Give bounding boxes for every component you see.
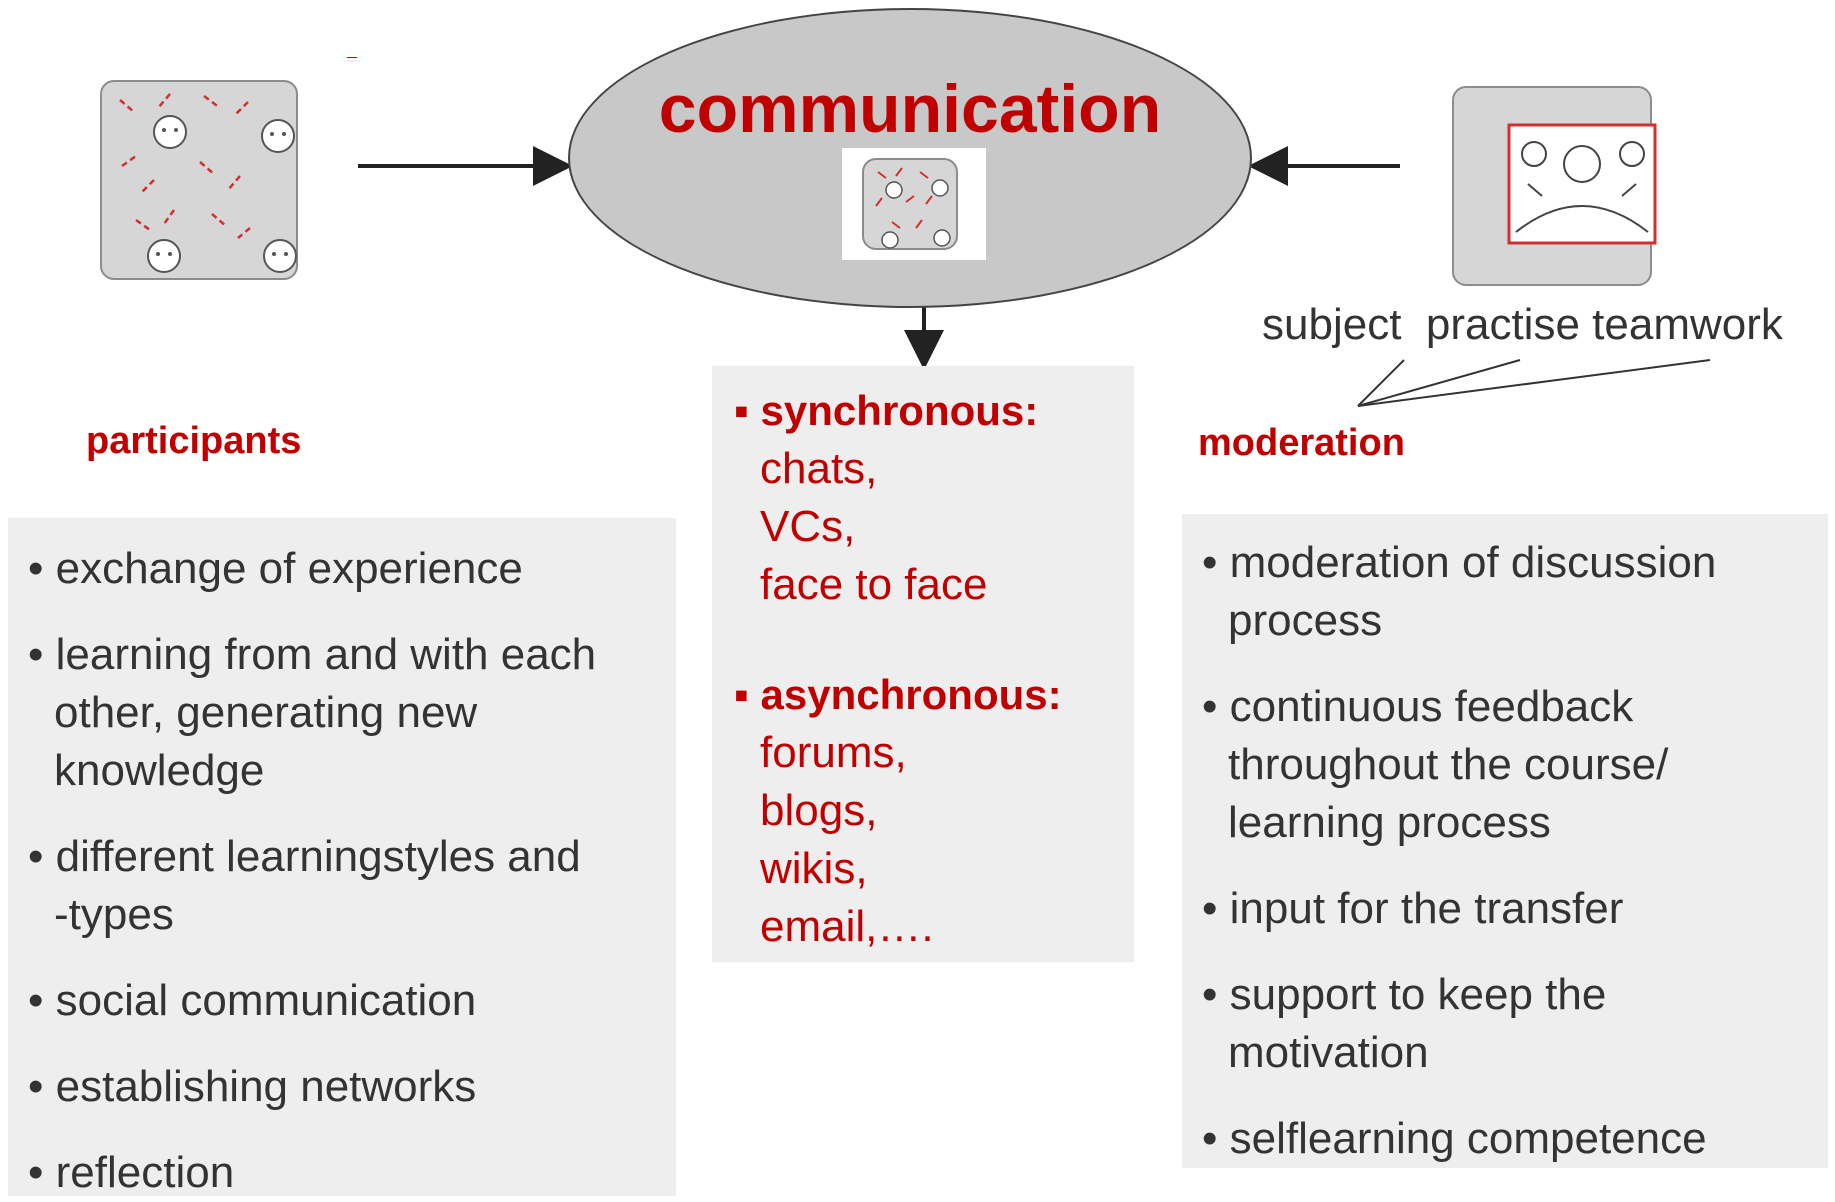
async-item: forums, — [760, 728, 907, 777]
sync-item: VCs, — [760, 502, 856, 551]
moderation-panel: • moderation of discussion process • con… — [1182, 514, 1828, 1168]
async-item: blogs, — [760, 786, 878, 835]
sync-item: chats, — [760, 444, 878, 493]
list-item: • moderation of discussion — [1202, 538, 1717, 587]
list-item-cont: knowledge — [54, 746, 265, 795]
asynchronous-heading: ▪ asynchronous: — [734, 671, 1062, 718]
communication-modes-panel: ▪ synchronous: chats, VCs, face to face … — [712, 366, 1134, 962]
list-item: • learning from and with each — [28, 630, 597, 679]
network-people-icon — [56, 58, 358, 294]
list-item-cont: process — [1228, 596, 1383, 645]
moderation-label: moderation — [1198, 422, 1405, 464]
list-item: • establishing networks — [28, 1062, 477, 1111]
list-item-cont: motivation — [1228, 1028, 1429, 1077]
list-item: • input for the transfer — [1202, 884, 1624, 933]
list-item: • support to keep the — [1202, 970, 1607, 1019]
synchronous-heading: ▪ synchronous: — [734, 387, 1039, 434]
participants-panel: • exchange of experience • learning from… — [8, 518, 676, 1197]
list-item: • continuous feedback — [1202, 682, 1634, 731]
network-people-small-icon — [842, 148, 986, 260]
caption-pointer-line — [1357, 359, 1521, 407]
async-item: wikis, — [760, 844, 868, 893]
moderator-group-icon — [1400, 66, 1708, 296]
list-item-cont: other, generating new — [54, 688, 478, 737]
list-item-cont: learning process — [1228, 798, 1551, 847]
async-item: email,…. — [760, 902, 934, 951]
communication-title: communication — [658, 71, 1162, 147]
list-item: • reflection — [28, 1148, 235, 1197]
list-item: • social communication — [28, 976, 477, 1025]
participants-label: participants — [86, 420, 302, 462]
list-item: • different learningstyles and — [28, 832, 581, 881]
caption-pointer-line — [1357, 359, 1405, 407]
list-item-cont: -types — [54, 890, 174, 939]
caption-pointer-line — [1357, 359, 1711, 407]
list-item: • exchange of experience — [28, 544, 523, 593]
moderation-topics-caption: subject practise teamwork — [1262, 300, 1783, 349]
list-item: • selflearning competence — [1202, 1114, 1707, 1163]
sync-item: face to face — [760, 560, 988, 609]
list-item-cont: throughout the course/ — [1228, 740, 1669, 789]
